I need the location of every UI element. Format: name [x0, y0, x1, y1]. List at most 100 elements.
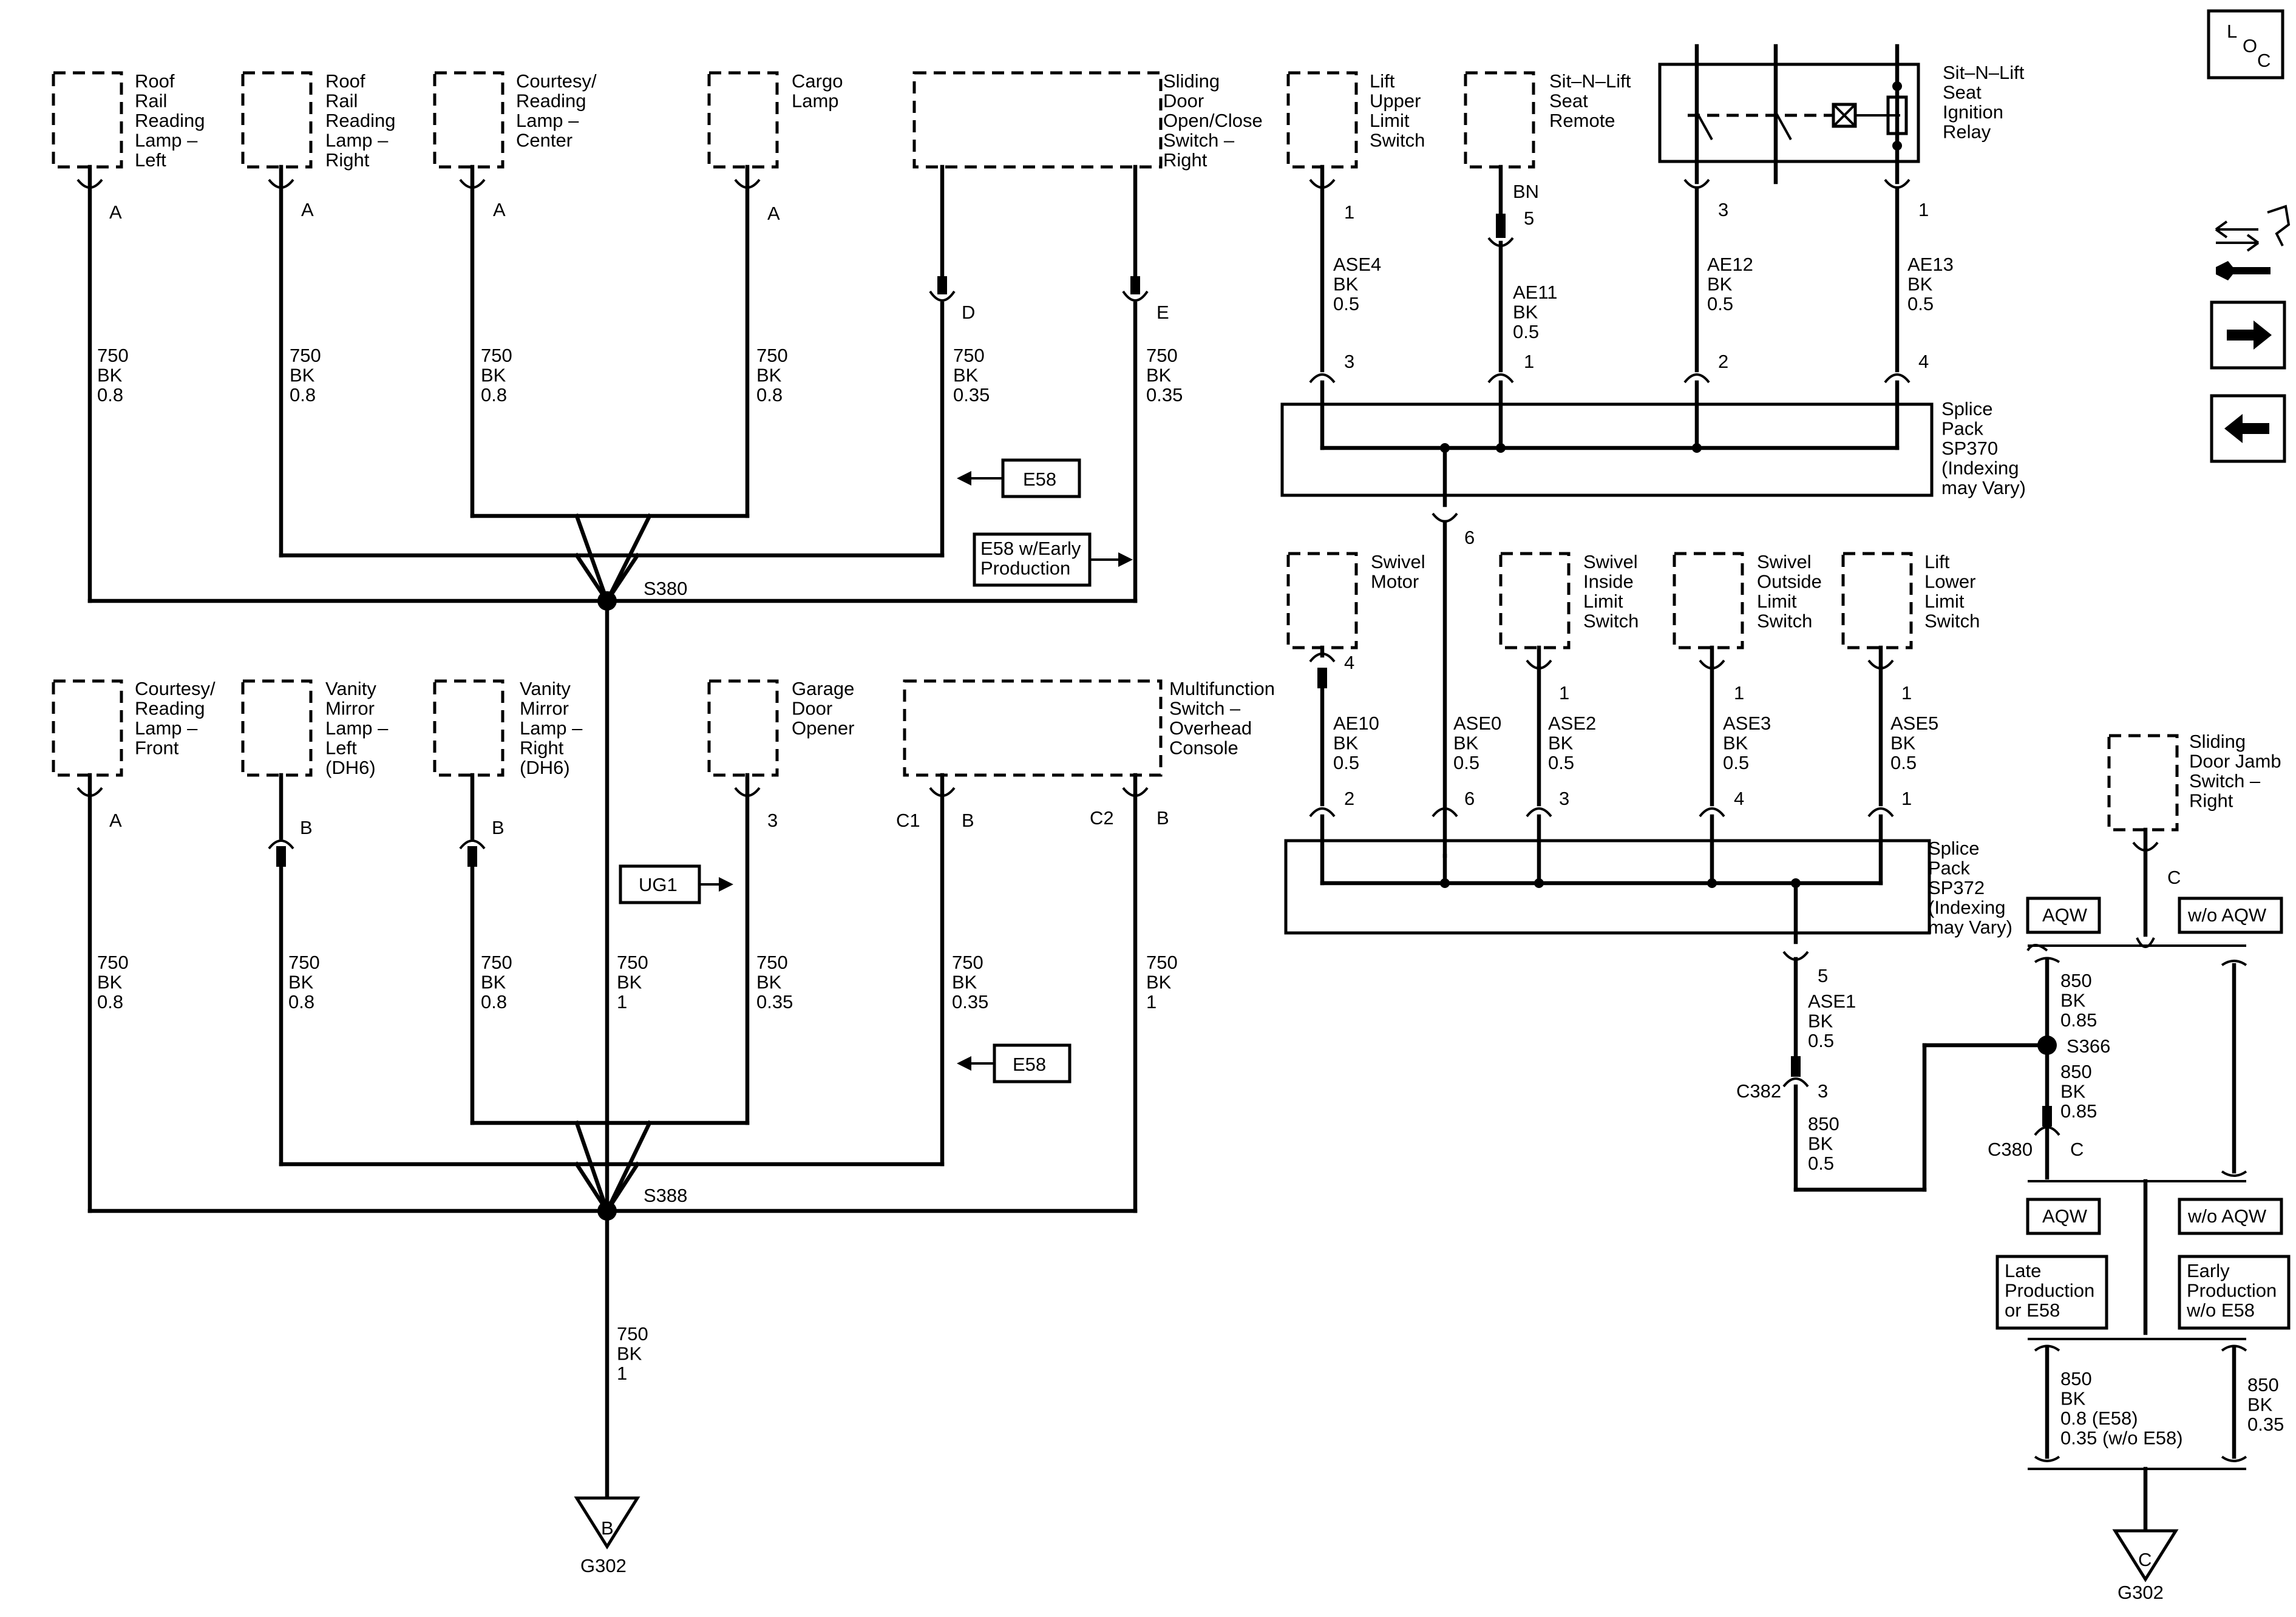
arrow-left-icon[interactable]	[2210, 394, 2286, 463]
svg-text:E58: E58	[1023, 469, 1056, 490]
svg-text:C: C	[2070, 1139, 2084, 1160]
s388-label: S388	[644, 1185, 687, 1206]
svg-text:3: 3	[1559, 788, 1569, 809]
bottom-left-wiring	[76, 773, 1149, 1550]
svg-text:5: 5	[1818, 965, 1828, 986]
svg-text:4: 4	[1344, 652, 1354, 673]
svg-text:1: 1	[1901, 788, 1912, 809]
ug1-callout[interactable]: UG1	[619, 864, 733, 904]
wo-aqw-box-1	[2178, 897, 2283, 934]
svg-text:B: B	[962, 810, 974, 831]
svg-text:3: 3	[767, 810, 778, 831]
svg-text:UG1: UG1	[639, 874, 678, 895]
svg-text:G302: G302	[2118, 1582, 2164, 1603]
e58-callout-top[interactable]: E58	[957, 458, 1081, 498]
aqw-box-1	[2026, 897, 2101, 934]
right-bottom-wiring	[1995, 827, 2291, 1582]
pin-courtesy-center: A	[493, 199, 506, 220]
top-left-wiring	[76, 164, 1149, 1213]
svg-text:C: C	[2138, 1549, 2152, 1570]
arrow-right-icon[interactable]	[2210, 300, 2286, 370]
svg-text:3: 3	[1344, 351, 1354, 372]
svg-text:C2: C2	[1090, 807, 1114, 829]
right-mid-wiring	[1284, 645, 2050, 1192]
pin-sliding-d: D	[962, 302, 975, 323]
svg-text:B: B	[601, 1517, 614, 1539]
loc-box: LOC	[2207, 9, 2284, 80]
svg-text:1: 1	[1901, 682, 1912, 703]
pin-roof-left: A	[109, 202, 122, 223]
svg-text:w/o AQW: w/o AQW	[2187, 904, 2267, 926]
svg-text:E58: E58	[1013, 1054, 1046, 1075]
svg-text:1: 1	[1918, 199, 1929, 220]
ground-g302-b	[574, 1496, 640, 1550]
svg-text:C382: C382	[1736, 1080, 1781, 1102]
svg-text:G302: G302	[580, 1555, 627, 1576]
svg-text:2: 2	[1344, 788, 1354, 809]
svg-text:B: B	[300, 817, 313, 838]
svg-text:1: 1	[1559, 682, 1569, 703]
svg-text:4: 4	[1918, 351, 1929, 372]
svg-text:S366: S366	[2067, 1036, 2110, 1057]
e58-callout-bottom[interactable]: E58	[957, 1043, 1072, 1083]
svg-text:6: 6	[1464, 788, 1475, 809]
svg-text:1: 1	[1524, 351, 1534, 372]
svg-text:C: C	[2167, 867, 2181, 888]
diagnostic-wrench-icon[interactable]	[2215, 205, 2291, 280]
svg-text:B: B	[492, 817, 504, 838]
